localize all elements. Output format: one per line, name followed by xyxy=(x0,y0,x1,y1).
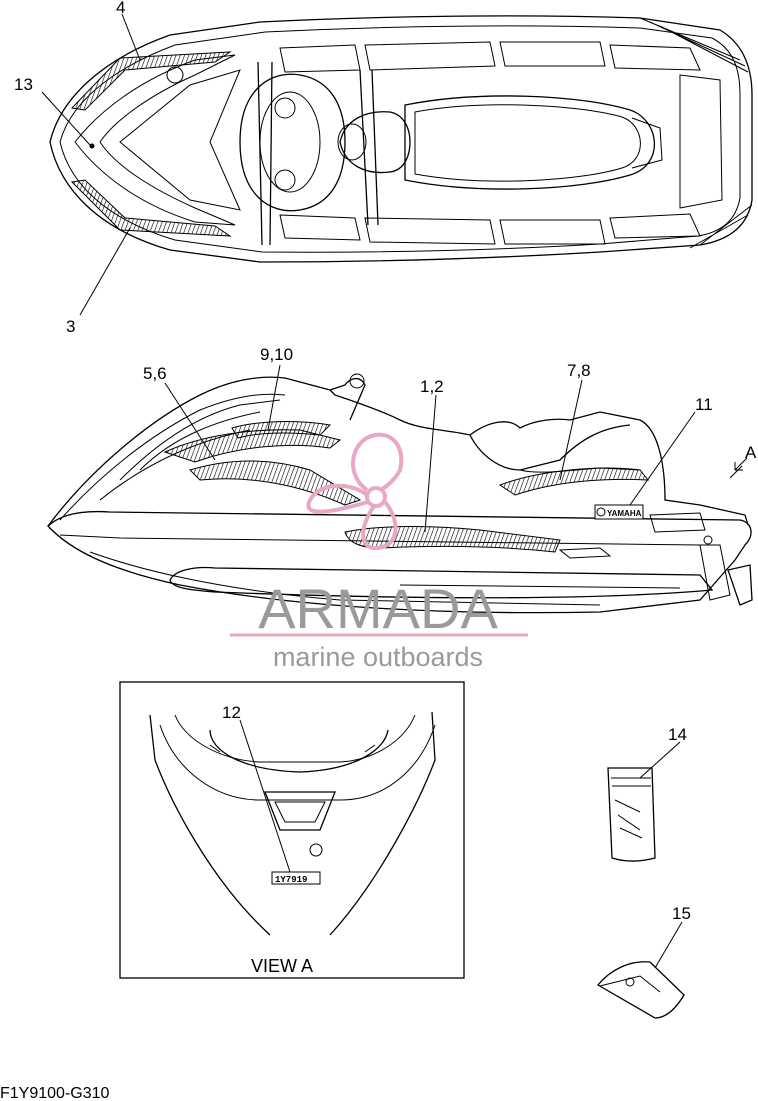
part-code: F1Y9100-G310 xyxy=(0,1085,110,1101)
yamaha-decal-text: YAMAHA xyxy=(607,509,642,518)
top-view-hull xyxy=(49,15,753,263)
callout-4: 4 xyxy=(116,0,125,17)
watermark-brand: ARMADA xyxy=(258,577,498,640)
view-a-box: 1Y7919 xyxy=(119,681,465,979)
callout-15: 15 xyxy=(672,904,691,923)
pouch-part xyxy=(597,961,685,1019)
callout-12: 12 xyxy=(222,703,241,722)
view-a-arrow-icon xyxy=(729,457,748,479)
side-view-hull: YAMAHA xyxy=(47,373,753,614)
serial-plate-text: 1Y7919 xyxy=(275,875,307,885)
callout-1-2: 1,2 xyxy=(420,377,444,396)
callout-14: 14 xyxy=(668,725,687,744)
callout-9-10: 9,10 xyxy=(260,345,293,364)
callout-5-6: 5,6 xyxy=(143,364,167,383)
watermark-tagline: marine outboards xyxy=(273,642,483,672)
callout-11: 11 xyxy=(695,395,713,414)
callout-13: 13 xyxy=(14,75,33,94)
label-sheet-part xyxy=(607,767,656,862)
watermark-logo xyxy=(306,432,404,551)
view-a-marker: A xyxy=(745,443,757,462)
callout-3: 3 xyxy=(66,317,75,336)
view-a-label: VIEW A xyxy=(251,956,313,976)
callout-7-8: 7,8 xyxy=(567,361,591,380)
